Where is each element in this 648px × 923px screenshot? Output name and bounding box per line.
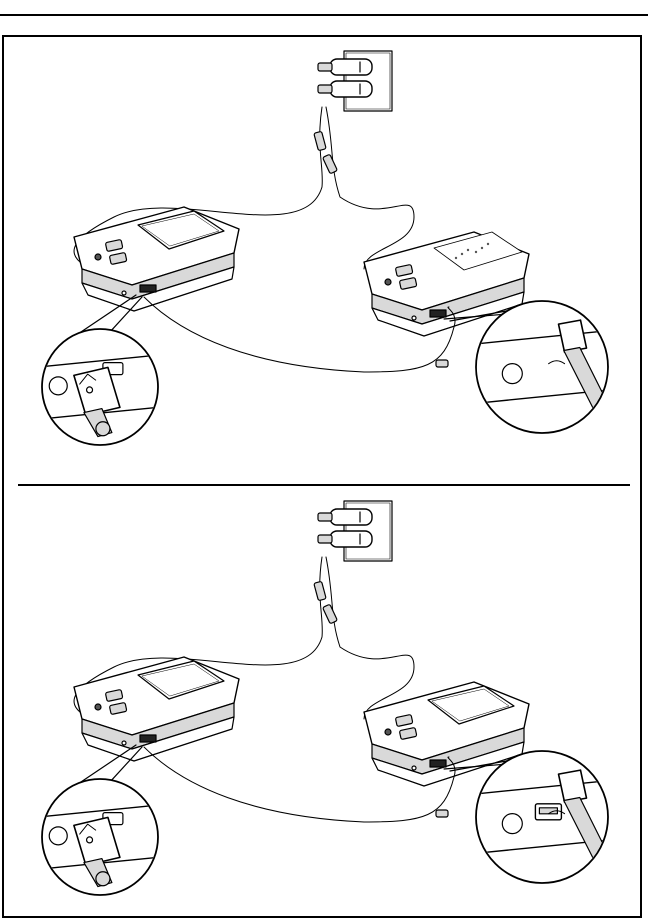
status-light [481,247,483,249]
cable-ferrite [436,810,448,817]
usb-port-cluster [430,760,446,767]
usb-symbol [87,837,93,843]
cable-ferrite [436,360,448,367]
usb-symbol [87,387,93,393]
usb-cable-end [96,422,110,436]
audio-jack [49,377,67,395]
plug-strain-relief [318,513,332,521]
panel-top-illustration [4,37,640,482]
magnifier-callout [42,745,158,895]
cord-adapter [314,581,326,600]
audio-jack [412,766,416,770]
audio-jack [122,741,126,745]
power-led [95,254,101,260]
plug-strain-relief [318,63,332,71]
magnifier-callout [42,295,158,445]
power-led [95,704,101,710]
power-led [385,729,391,735]
status-light [461,253,463,255]
usb-port-cluster [140,735,156,742]
usb-plug-body [559,770,587,802]
wall-outlet [318,51,392,111]
audio-jack [412,316,416,320]
main-tester-unit [74,657,239,761]
status-light [455,257,457,259]
audio-jack [502,814,522,834]
usb-port-cluster [430,310,446,317]
power-cord-right [326,557,414,719]
audio-jack [502,364,522,384]
wall-outlet [318,501,392,561]
panel-bottom-illustration [4,487,640,917]
header-rule [0,14,648,16]
usb-plug-body [559,320,587,352]
power-plug [330,531,372,547]
status-light [487,243,489,245]
cord-adapter [323,604,338,624]
audio-jack [49,827,67,845]
power-led [385,279,391,285]
power-plug [330,59,372,75]
panel-divider [18,484,630,486]
audio-jack [122,291,126,295]
usb-port-cluster [140,285,156,292]
illustration-group [42,51,610,445]
power-plug [330,509,372,525]
usb-cable-end [96,872,110,886]
main-tester-unit [74,207,239,311]
plug-strain-relief [318,85,332,93]
plug-strain-relief [318,535,332,543]
cord-adapter [314,131,326,150]
power-plug [330,81,372,97]
status-light [475,251,477,253]
status-light [467,249,469,251]
illustration-group [42,501,610,895]
power-cord-right [326,107,414,269]
cord-adapter [323,154,338,174]
